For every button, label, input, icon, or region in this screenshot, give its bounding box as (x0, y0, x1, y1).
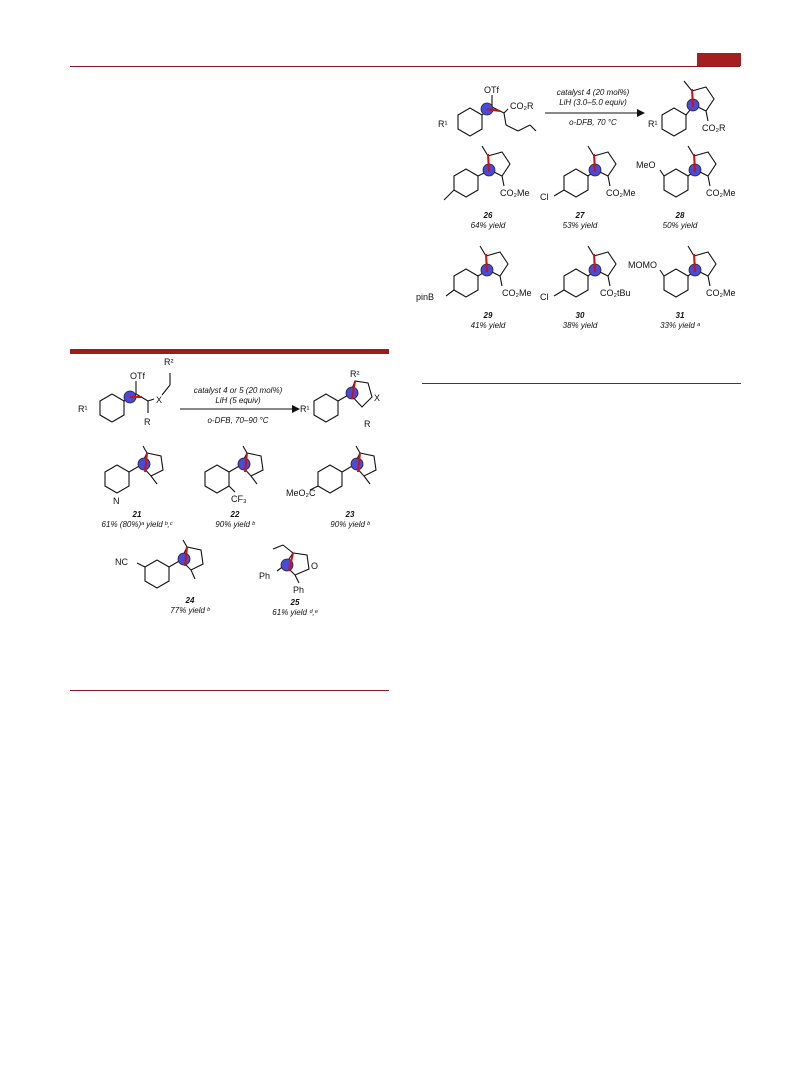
compound-23-number: 23 (345, 510, 355, 519)
compound-28-ester-label: CO₂Me (706, 188, 736, 198)
product-r-label: R (364, 419, 371, 429)
compound-28-structure: MeO CO₂Me (636, 145, 736, 198)
compound-24-number: 24 (185, 596, 195, 605)
compound-24-yield: 77% yield ᵇ (170, 606, 210, 615)
right-cond-line1: catalyst 4 (20 mol%) (556, 88, 630, 97)
compound-29-structure: pinB CO₂Me (416, 245, 532, 302)
compound-25-yield: 61% yield ᵈ,ᵉ (272, 608, 318, 617)
product-r2-label: R² (350, 369, 360, 379)
compound-31-structure: MOMO CO₂Me (628, 245, 736, 298)
compound-29-yield: 41% yield (470, 321, 506, 330)
compound-30-ester-label: CO₂tBu (600, 288, 631, 298)
x-label: X (156, 395, 162, 405)
compound-23-yield: 90% yield ᵇ (330, 520, 370, 529)
scheme-right-bottom-rule (422, 383, 741, 384)
compound-21-caption: 21 61% (80%)ᵃ yield ᵇ,ᶜ (82, 510, 192, 530)
right-conditions-bottom: o-DFB, 70 °C (538, 118, 648, 128)
compound-22-yield: 90% yield ᵇ (215, 520, 255, 529)
compound-25-caption: 25 61% yield ᵈ,ᵉ (255, 598, 335, 618)
compound-26-caption: 26 64% yield (448, 211, 528, 231)
compound-22-number: 22 (230, 510, 240, 519)
compound-31-yield: 33% yield ᵃ (660, 321, 700, 330)
left-conditions-top: catalyst 4 or 5 (20 mol%) LiH (5 equiv) (178, 386, 298, 406)
product-x-label: X (374, 393, 380, 403)
right-r1-label: R¹ (438, 119, 448, 129)
compound-30-number: 30 (575, 311, 585, 320)
compound-31-number: 31 (675, 311, 685, 320)
header-rule (70, 66, 740, 67)
r2-label: R² (164, 357, 174, 367)
compound-30-yield: 38% yield (562, 321, 598, 330)
right-cond-line2: LiH (3.0–5.0 equiv) (559, 98, 627, 107)
right-product: CO₂R R¹ (648, 80, 726, 137)
left-cond-line3: o-DFB, 70–90 °C (207, 416, 269, 425)
right-product-r1-label: R¹ (648, 119, 658, 129)
right-reaction-arrow (545, 109, 645, 117)
compound-25-number: 25 (290, 598, 300, 607)
compound-31-ester-label: CO₂Me (706, 288, 736, 298)
right-otf-label: OTf (484, 85, 499, 95)
compound-26-ester-label: CO₂Me (500, 188, 530, 198)
compound-29-number: 29 (483, 311, 493, 320)
compound-31-caption: 31 33% yield ᵃ (640, 311, 720, 331)
left-cond-line1: catalyst 4 or 5 (20 mol%) (193, 386, 283, 395)
compound-22-caption: 22 90% yield ᵇ (190, 510, 280, 530)
compound-23-ester-label: MeO₂C (286, 488, 316, 498)
r-label: R (144, 417, 151, 427)
left-cond-line2: LiH (5 equiv) (215, 396, 261, 405)
compound-27-yield: 53% yield (562, 221, 598, 230)
right-product-co2r-label: CO₂R (702, 123, 726, 133)
compound-28-caption: 28 50% yield (640, 211, 720, 231)
scheme-left-bottom-rule (70, 690, 389, 691)
compound-25-structure: O Ph Ph (259, 544, 318, 595)
compound-21-yield: 61% (80%)ᵃ yield ᵇ,ᶜ (101, 520, 173, 529)
compound-27-structure: Cl CO₂Me (540, 145, 636, 202)
compound-30-caption: 30 38% yield (540, 311, 620, 331)
compound-26-number: 26 (483, 211, 493, 220)
compound-26-yield: 64% yield (470, 221, 506, 230)
compound-27-number: 27 (575, 211, 585, 220)
compound-28-meo-label: MeO (636, 160, 656, 170)
compound-24-nc-label: NC (115, 557, 128, 567)
compound-21-number: 21 (132, 510, 142, 519)
compound-28-number: 28 (675, 211, 685, 220)
compound-29-pinb-label: pinB (416, 292, 434, 302)
compound-27-cl-label: Cl (540, 192, 549, 202)
right-substrate: OTf CO₂R R¹ (438, 85, 537, 137)
header-tab (697, 53, 741, 66)
scheme-left-top-rule (70, 349, 389, 354)
compound-24-caption: 24 77% yield ᵇ (150, 596, 230, 616)
compound-22-structure: CF₃ (204, 445, 264, 504)
compound-23-structure: MeO₂C (286, 445, 377, 498)
compound-31-momo-label: MOMO (628, 260, 657, 270)
left-reaction-arrow (180, 405, 300, 413)
compound-27-caption: 27 53% yield (540, 211, 620, 231)
compound-25-o-label: O (311, 561, 318, 571)
compound-29-caption: 29 41% yield (448, 311, 528, 331)
right-conditions-top: catalyst 4 (20 mol%) LiH (3.0–5.0 equiv) (538, 88, 648, 108)
compound-30-structure: Cl CO₂tBu (540, 245, 631, 302)
r1-label: R¹ (78, 404, 88, 414)
product-r1-label: R¹ (300, 404, 310, 414)
compound-21-n-label: N (113, 496, 120, 506)
compound-25-ph1-label: Ph (259, 571, 270, 581)
compound-30-cl-label: Cl (540, 292, 549, 302)
compound-27-ester-label: CO₂Me (606, 188, 636, 198)
otf-label: OTf (130, 371, 145, 381)
compound-24-structure: NC (115, 539, 204, 589)
left-conditions-bottom: o-DFB, 70–90 °C (178, 416, 298, 426)
right-cond-line3: o-DFB, 70 °C (569, 118, 617, 127)
compound-21-structure: N (104, 445, 164, 506)
left-product: R² X R R¹ (300, 369, 380, 429)
compound-23-caption: 23 90% yield ᵇ (310, 510, 390, 530)
compound-28-yield: 50% yield (662, 221, 698, 230)
compound-29-ester-label: CO₂Me (502, 288, 532, 298)
compound-22-cf3-label: CF₃ (231, 494, 247, 504)
compound-26-structure: CO₂Me (443, 145, 530, 201)
compound-25-ph2-label: Ph (293, 585, 304, 595)
right-co2r-label: CO₂R (510, 101, 534, 111)
left-substrate: OTf R² X R R¹ (78, 357, 174, 427)
